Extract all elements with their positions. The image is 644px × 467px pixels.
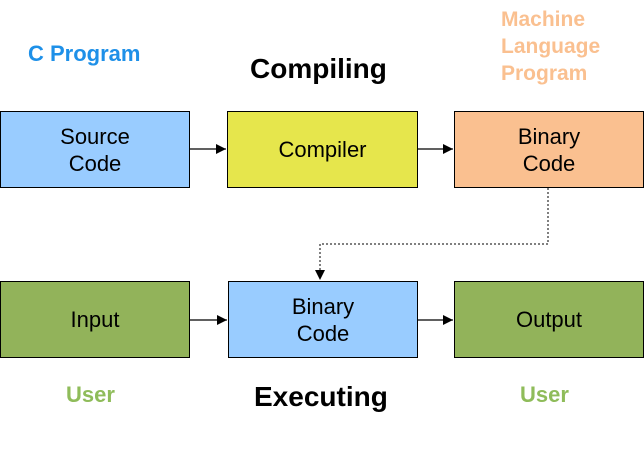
source-code-line-2: Code xyxy=(68,150,122,176)
input-box: Input xyxy=(0,281,190,358)
compiler-label: Compiler xyxy=(278,137,367,162)
binary-code-bottom-line-1: Binary xyxy=(291,293,355,319)
binary-code-bottom-line-2: Code xyxy=(296,320,350,346)
input-label: Input xyxy=(70,307,120,332)
machine-language-line-2: Language xyxy=(501,35,601,58)
source-code-line-1: Source xyxy=(60,123,130,149)
source-code-box: Source Code xyxy=(0,111,190,188)
compiler-box: Compiler xyxy=(227,111,418,188)
compiling-heading: Compiling xyxy=(250,53,387,84)
executing-heading: Executing xyxy=(254,381,388,412)
machine-language-line-1: Machine xyxy=(501,8,586,31)
binary-code-top-line-2: Code xyxy=(522,150,576,176)
machine-language-line-3: Program xyxy=(501,62,588,85)
output-box: Output xyxy=(454,281,644,358)
binary-code-bottom-box: Binary Code xyxy=(228,281,418,358)
machine-language-program-label: Machine Language Program xyxy=(501,6,600,87)
arrow-binary-to-execution xyxy=(315,188,549,280)
user-label-right: User xyxy=(520,382,569,407)
binary-code-top-box: Binary Code xyxy=(454,111,644,188)
c-program-label: C Program xyxy=(28,41,141,66)
user-label-left: User xyxy=(66,382,115,407)
binary-code-top-line-1: Binary xyxy=(517,123,581,149)
output-label: Output xyxy=(515,307,583,332)
